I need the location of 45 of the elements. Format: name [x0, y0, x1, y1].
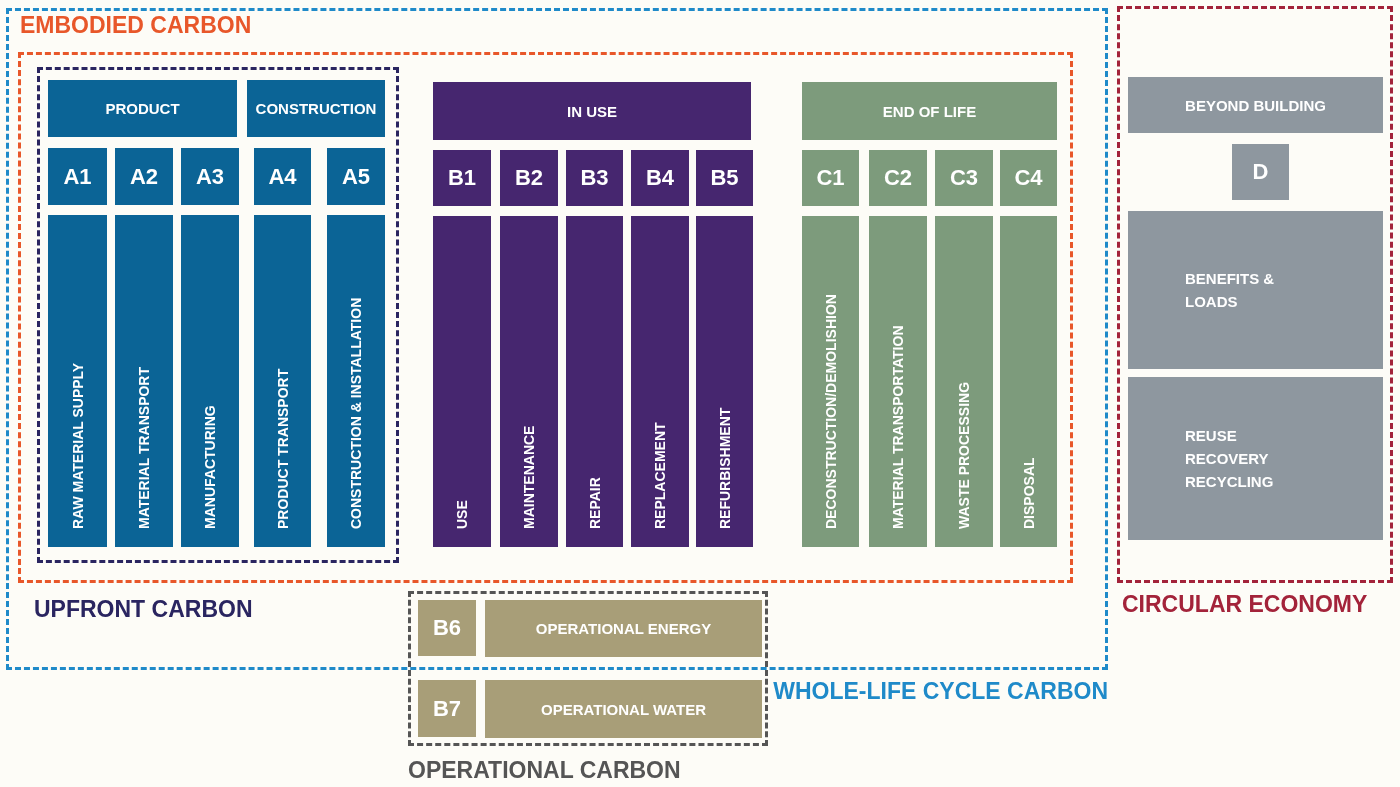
module-code-tile: C1 — [802, 150, 859, 206]
module-tile: REPLACEMENT — [631, 216, 689, 547]
stage-header: IN USE — [433, 82, 751, 140]
module-code-tile: C4 — [1000, 150, 1057, 206]
stage-header: OPERATIONAL WATER — [485, 680, 762, 738]
module-tile: REFURBISHMENT — [696, 216, 753, 547]
stage-header: CONSTRUCTION — [247, 80, 385, 137]
stage-header: END OF LIFE — [802, 82, 1057, 140]
module-code-tile: A3 — [181, 148, 239, 205]
stage-header: PRODUCT — [48, 80, 237, 137]
module-code-tile: B7 — [418, 680, 476, 737]
module-code-tile: C2 — [869, 150, 927, 206]
module-tile: REPAIR — [566, 216, 623, 547]
group-label: UPFRONT CARBON — [34, 596, 253, 623]
stage-header: BEYOND BUILDING — [1128, 77, 1383, 133]
module-tile: REUSE RECOVERY RECYCLING — [1128, 377, 1383, 540]
group-label: CIRCULAR ECONOMY — [1122, 591, 1368, 618]
module-code-tile: D — [1232, 144, 1289, 200]
group-label: EMBODIED CARBON — [20, 12, 252, 39]
module-code-tile: B5 — [696, 150, 753, 206]
module-code-tile: A5 — [327, 148, 385, 205]
module-tile: DISPOSAL — [1000, 216, 1057, 547]
stage-header: OPERATIONAL ENERGY — [485, 600, 762, 657]
module-code-tile: B1 — [433, 150, 491, 206]
module-tile: PRODUCT TRANSPORT — [254, 215, 311, 547]
module-code-tile: A2 — [115, 148, 173, 205]
module-tile: MANUFACTURING — [181, 215, 239, 547]
module-code-tile: A1 — [48, 148, 107, 205]
module-code-tile: B6 — [418, 600, 476, 656]
module-code-tile: B2 — [500, 150, 558, 206]
module-tile: CONSTRUCTION & INSTALLATION — [327, 215, 385, 547]
module-tile: DECONSTRUCTION/DEMOLISHION — [802, 216, 859, 547]
module-tile: BENEFITS & LOADS — [1128, 211, 1383, 369]
module-tile: USE — [433, 216, 491, 547]
group-label: OPERATIONAL CARBON — [408, 757, 681, 784]
module-tile: WASTE PROCESSING — [935, 216, 993, 547]
module-code-tile: B3 — [566, 150, 623, 206]
module-tile: MATERIAL TRANSPORT — [115, 215, 173, 547]
module-code-tile: B4 — [631, 150, 689, 206]
module-tile: MAINTENANCE — [500, 216, 558, 547]
group-label: WHOLE-LIFE CYCLE CARBON — [773, 678, 1108, 705]
module-tile: MATERIAL TRANSPORTATION — [869, 216, 927, 547]
module-code-tile: C3 — [935, 150, 993, 206]
module-tile: RAW MATERIAL SUPPLY — [48, 215, 107, 547]
module-code-tile: A4 — [254, 148, 311, 205]
